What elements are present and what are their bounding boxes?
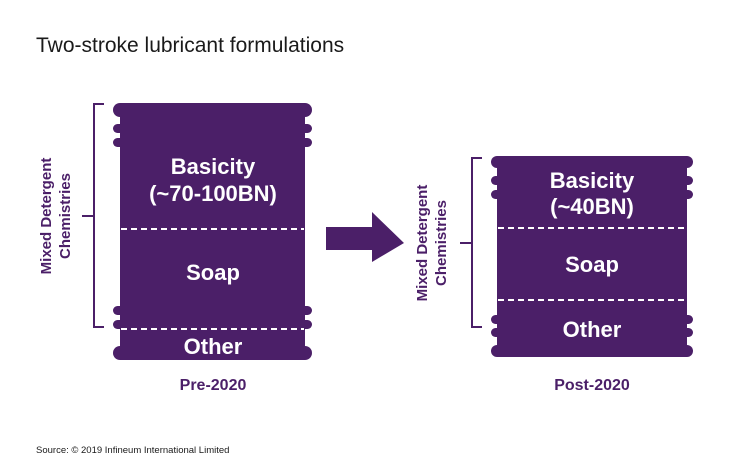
post-basicity-range: (~40BN) — [550, 194, 634, 219]
post-basicity-label: Basicity — [550, 168, 635, 193]
pre-basicity-label: Basicity — [171, 154, 256, 179]
pre-other-label: Other — [184, 334, 243, 359]
bracket-post — [460, 157, 482, 328]
post-caption: Post-2020 — [554, 377, 630, 394]
post-other-label: Other — [563, 317, 622, 342]
pre-soap-label: Soap — [186, 260, 240, 285]
barrel-post-2020 — [491, 156, 693, 357]
bracket-pre-label-line2: Chemistries — [57, 173, 74, 259]
bracket-pre-label-line1: Mixed Detergent — [38, 158, 55, 275]
pre-basicity-range: (~70-100BN) — [149, 181, 277, 206]
source-note: Source: © 2019 Infineum International Li… — [36, 445, 230, 456]
post-soap-label: Soap — [565, 252, 619, 277]
bracket-post-label-line1: Mixed Detergent — [414, 185, 431, 302]
bracket-post-label-line2: Chemistries — [433, 200, 450, 286]
bracket-pre — [82, 103, 104, 328]
arrow-icon — [326, 212, 404, 262]
pre-caption: Pre-2020 — [180, 377, 247, 394]
page-title: Two-stroke lubricant formulations — [36, 34, 345, 57]
barrel-pre-2020 — [113, 103, 312, 360]
